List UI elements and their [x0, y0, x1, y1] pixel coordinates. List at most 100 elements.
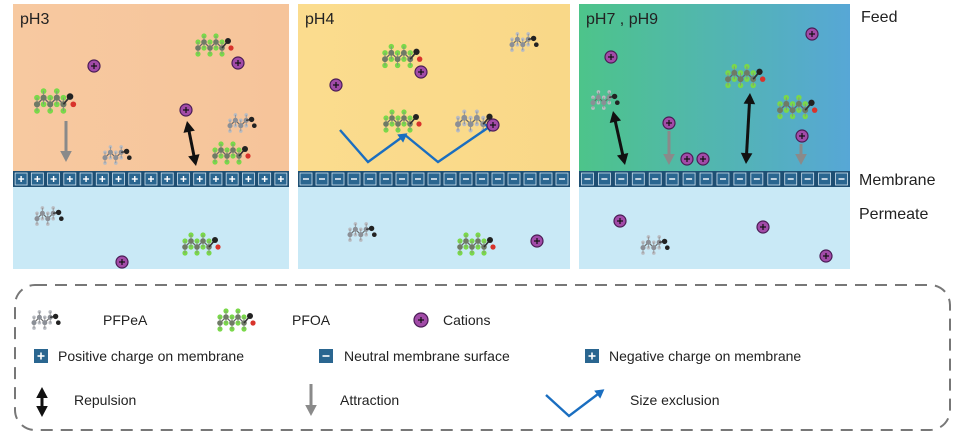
- cation: [613, 214, 627, 228]
- charge-square: [193, 172, 207, 186]
- pfoa-molecule: [212, 141, 251, 165]
- cation: [413, 312, 429, 328]
- charge-square: [427, 172, 441, 186]
- charge-square: [225, 172, 239, 186]
- membrane-charges: [581, 172, 848, 186]
- charge-square: [144, 172, 158, 186]
- charge-square: [665, 172, 679, 186]
- charge-square: [491, 172, 505, 186]
- charge-square: [160, 172, 174, 186]
- legend-cations: Cations: [443, 312, 490, 328]
- legend-negative: Negative charge on membrane: [609, 348, 801, 364]
- pfpea-molecule: [509, 32, 539, 52]
- legend-pfoa: PFOA: [292, 312, 331, 328]
- pfoa-molecule: [383, 109, 422, 133]
- charge-square: [379, 172, 393, 186]
- pfoa-molecule: [182, 232, 221, 256]
- attraction-arrow: [795, 144, 807, 165]
- charge-square: [750, 172, 764, 186]
- charge-square: [716, 172, 730, 186]
- repulsion-arrow: [609, 111, 629, 165]
- attraction-arrow: [663, 131, 675, 165]
- pfoa-molecule: [217, 308, 256, 332]
- pfoa-molecule: [457, 232, 496, 256]
- panel-label: pH4: [305, 11, 334, 28]
- cation: [680, 152, 694, 166]
- charge-square: [274, 172, 288, 186]
- charge-square: [459, 172, 473, 186]
- cation: [329, 78, 343, 92]
- charge-square: [631, 172, 645, 186]
- charge-square: [347, 172, 361, 186]
- charge-square: [648, 172, 662, 186]
- charge-square: [581, 172, 594, 186]
- membrane-charges: [14, 172, 288, 186]
- cation: [414, 65, 428, 79]
- charge-square: [112, 172, 125, 186]
- charge-square: [14, 172, 28, 186]
- charge-square: [411, 172, 425, 186]
- molecules-layer: [33, 32, 818, 256]
- feed-label: Feed: [861, 9, 897, 26]
- arrows-layer: [60, 93, 807, 166]
- membrane-strip: [579, 171, 850, 187]
- legend-attraction: Attraction: [340, 392, 399, 408]
- pfpea-molecule: [640, 235, 670, 255]
- permeate-region: [298, 187, 570, 269]
- attraction-arrow: [60, 121, 72, 162]
- cation: [662, 116, 676, 130]
- size-exclusion-legend-arrow: [545, 389, 605, 418]
- membrane-charges: [299, 172, 569, 186]
- charge-square: [299, 172, 313, 186]
- repulsion-arrow: [740, 93, 756, 164]
- cation: [115, 255, 129, 269]
- pfpea-molecule: [227, 113, 257, 133]
- legend-repulsion: Repulsion: [74, 392, 136, 408]
- charge-square: [733, 172, 747, 186]
- charge-square: [699, 172, 713, 186]
- charge-square: [30, 172, 44, 186]
- charge-square: [682, 172, 696, 186]
- legend-neutral: Neutral membrane surface: [344, 348, 510, 364]
- charge-square: [95, 172, 109, 186]
- pfpea-molecule: [31, 310, 61, 330]
- feed-region: [13, 4, 289, 171]
- neutral-charge-icon: [319, 349, 333, 363]
- charge-square: [598, 172, 611, 186]
- cations-layer: [87, 27, 833, 269]
- charge-square: [79, 172, 93, 186]
- cation: [530, 234, 544, 248]
- permeate-region: [13, 187, 289, 269]
- cation: [604, 50, 618, 64]
- legend-pfpea: PFPeA: [103, 312, 148, 328]
- cation: [696, 152, 710, 166]
- charge-square: [475, 172, 489, 186]
- pfpea-molecule: [34, 206, 64, 226]
- cation: [179, 103, 193, 117]
- charge-square: [242, 172, 255, 186]
- charge-square: [818, 172, 831, 186]
- pfoa-molecule: [195, 33, 234, 57]
- permeate-region: [579, 187, 850, 269]
- charge-square: [784, 172, 798, 186]
- cation: [87, 59, 101, 73]
- pfpea-molecule: [347, 222, 377, 242]
- cation: [795, 129, 809, 143]
- negative-charge-icon: [585, 349, 599, 363]
- cation: [756, 220, 770, 234]
- charge-square: [209, 172, 223, 186]
- charge-square: [363, 172, 377, 186]
- charge-square: [47, 172, 60, 186]
- charge-square: [315, 172, 329, 186]
- charge-square: [523, 172, 537, 186]
- panel-ph7-ph9: pH7 , pH9: [579, 4, 850, 269]
- pfpea-molecule: [102, 145, 132, 165]
- membrane-label: Membrane: [859, 172, 936, 189]
- charge-square: [801, 172, 815, 186]
- panel-ph4: pH4: [298, 4, 570, 269]
- charge-square: [767, 172, 781, 186]
- positive-charge-icon: [34, 349, 48, 363]
- panel-label: pH3: [20, 11, 49, 28]
- charge-square: [177, 172, 190, 186]
- charge-square: [507, 172, 521, 186]
